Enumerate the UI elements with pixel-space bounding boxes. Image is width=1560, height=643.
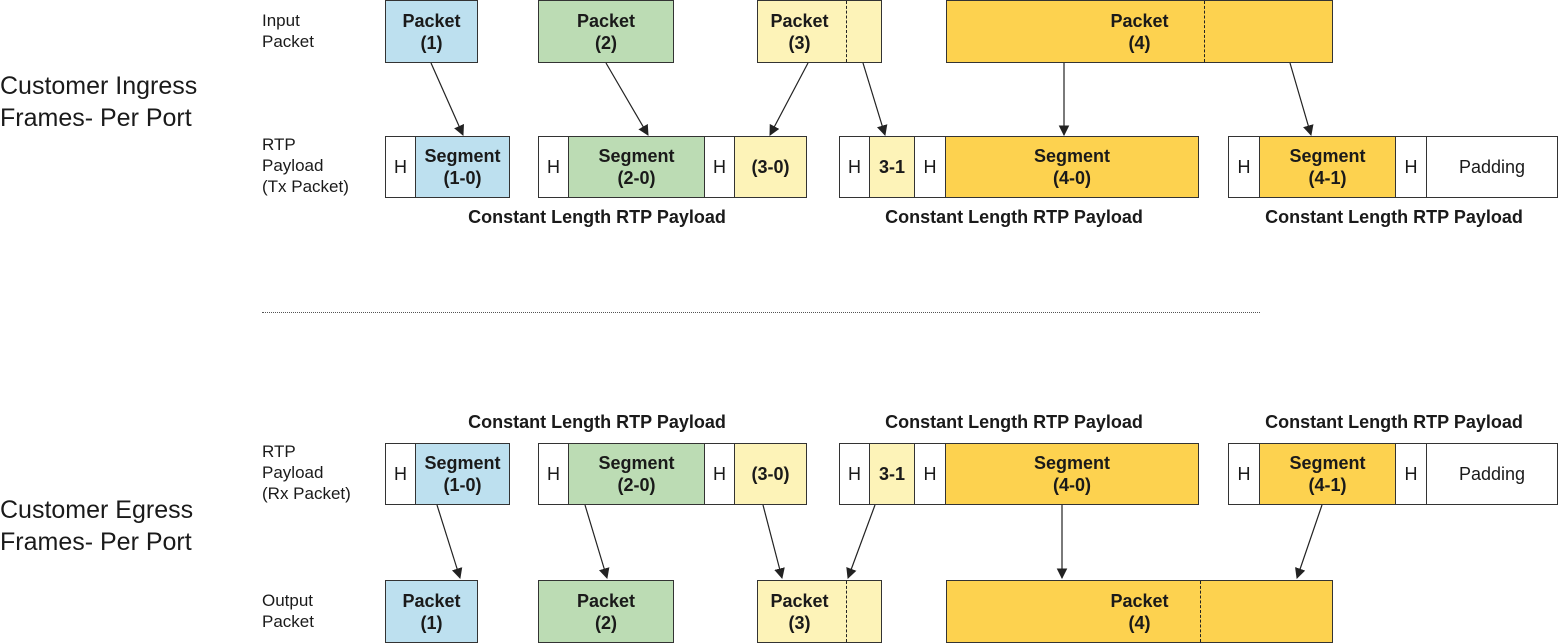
arrow-ingress-3b [862, 62, 888, 137]
tx-segment-3-1: 3-1 [869, 136, 915, 198]
output-packet-2: Packet (2) [538, 580, 674, 643]
arrow-ingress-3a [769, 62, 809, 136]
rx-segment-4-0: Segment (4-0) [945, 443, 1199, 505]
output-packet-4: Packet (4) [946, 580, 1333, 643]
rx-header-cell: H [914, 443, 946, 505]
section-separator [262, 312, 1260, 313]
arrow-egress-2 [584, 504, 610, 580]
tx-segment-3-0: (3-0) [734, 136, 807, 198]
arrow-ingress-2 [605, 62, 649, 136]
input-packet-4-label: Packet (4) [1110, 10, 1169, 53]
input-packet-label: Input Packet [262, 11, 314, 51]
arrow-ingress-1 [430, 62, 464, 136]
arrow-egress-1 [436, 504, 463, 580]
rx-header-cell: H [1228, 443, 1260, 505]
tx-segment-1-0: Segment (1-0) [415, 136, 510, 198]
segment-boundary-divider [1200, 581, 1201, 642]
tx-caption-1: Constant Length RTP Payload [468, 207, 726, 227]
rx-segment-3-1: 3-1 [869, 443, 915, 505]
tx-caption-3: Constant Length RTP Payload [1265, 207, 1523, 227]
arrow-egress-4b [1295, 504, 1323, 580]
output-packet-label: Output Packet [262, 591, 314, 631]
ingress-section-title: Customer Ingress Frames- Per Port [0, 72, 198, 132]
output-packet-3-label: Packet (3) [770, 590, 829, 633]
rx-segment-2-0: Segment (2-0) [568, 443, 705, 505]
tx-header-cell: H [914, 136, 946, 198]
tx-header-cell: H [839, 136, 870, 198]
tx-segment-2-0: Segment (2-0) [568, 136, 705, 198]
input-packet-1: Packet (1) [385, 0, 478, 63]
tx-segment-4-0: Segment (4-0) [945, 136, 1199, 198]
segment-boundary-divider [846, 581, 847, 642]
egress-section-title: Customer Egress Frames- Per Port [0, 496, 194, 556]
rx-caption-1: Constant Length RTP Payload [468, 412, 726, 432]
arrow-egress-3b [846, 504, 876, 580]
tx-header-cell: H [1228, 136, 1260, 198]
rx-payload-label: RTP Payload (Rx Packet) [262, 442, 351, 503]
arrow-ingress-4b [1289, 62, 1314, 137]
arrow-egress-3a [762, 504, 785, 580]
rx-caption-3: Constant Length RTP Payload [1265, 412, 1523, 432]
tx-header-cell: H [538, 136, 569, 198]
rx-segment-3-0: (3-0) [734, 443, 807, 505]
segment-boundary-divider [846, 1, 847, 62]
tx-header-cell: H [1395, 136, 1427, 198]
input-packet-2: Packet (2) [538, 0, 674, 63]
input-packet-4: Packet (4) [946, 0, 1333, 63]
input-packet-3-label: Packet (3) [770, 10, 829, 53]
rx-padding: Padding [1426, 443, 1558, 505]
rx-caption-2: Constant Length RTP Payload [885, 412, 1143, 432]
tx-payload-label: RTP Payload (Tx Packet) [262, 135, 349, 196]
input-packet-3: Packet (3) [757, 0, 882, 63]
output-packet-4-label: Packet (4) [1110, 590, 1169, 633]
tx-header-cell: H [385, 136, 416, 198]
tx-caption-2: Constant Length RTP Payload [885, 207, 1143, 227]
tx-segment-4-1: Segment (4-1) [1259, 136, 1396, 198]
tx-padding: Padding [1426, 136, 1558, 198]
segment-boundary-divider [1204, 1, 1205, 62]
rx-segment-4-1: Segment (4-1) [1259, 443, 1396, 505]
rx-segment-1-0: Segment (1-0) [415, 443, 510, 505]
output-packet-3: Packet (3) [757, 580, 882, 643]
